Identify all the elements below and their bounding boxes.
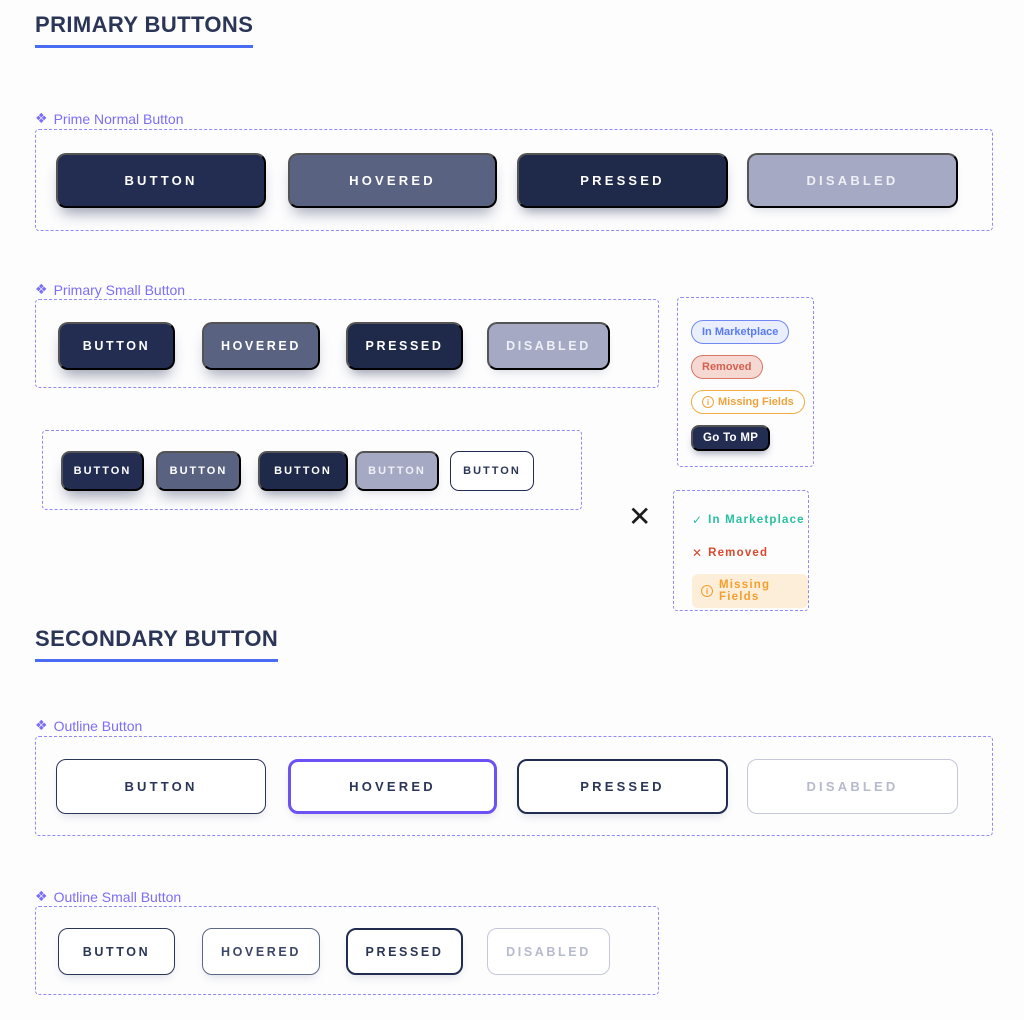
outline-small-container: BUTTON HOVERED PRESSED DISABLED	[35, 906, 659, 995]
group-label-text: Primary Small Button	[53, 281, 186, 298]
info-circle-icon	[701, 585, 713, 597]
missing-fields-label: Missing Fields	[718, 396, 794, 408]
status-label: Missing Fields	[719, 579, 771, 603]
tiny-button-hovered[interactable]: BUTTON	[156, 451, 241, 491]
status-in-marketplace[interactable]: ✓ In Marketplace	[692, 513, 805, 527]
outline-button-disabled[interactable]: DISABLED	[747, 759, 958, 814]
prime-normal-container: BUTTON HOVERED PRESSED DISABLED	[35, 129, 993, 231]
removed-badge[interactable]: Removed	[691, 355, 763, 379]
missing-fields-badge[interactable]: Missing Fields	[691, 390, 805, 414]
primary-buttons-title: PRIMARY BUTTONS	[35, 12, 254, 48]
outline-small-button-pressed[interactable]: PRESSED	[346, 928, 463, 975]
tiny-button-normal[interactable]: BUTTON	[61, 451, 144, 491]
info-circle-icon	[702, 396, 714, 408]
primary-small-button-normal[interactable]: BUTTON	[58, 322, 175, 370]
group-label-text: Prime Normal Button	[53, 110, 184, 127]
outline-button-normal[interactable]: BUTTON	[56, 759, 266, 814]
prime-normal-button-pressed[interactable]: PRESSED	[517, 153, 728, 208]
primary-small-button-pressed[interactable]: PRESSED	[346, 322, 463, 370]
primary-small-button-hovered[interactable]: HOVERED	[202, 322, 320, 370]
check-icon: ✓	[692, 513, 703, 527]
group-label-text: Outline Button	[53, 717, 143, 734]
diamond-marker-icon: ❖	[35, 281, 48, 297]
close-icon[interactable]: ✕	[628, 501, 652, 532]
primary-small-group-label: ❖ Primary Small Button	[35, 281, 185, 298]
in-marketplace-badge[interactable]: In Marketplace	[691, 320, 790, 344]
prime-normal-group-label: ❖ Prime Normal Button	[35, 110, 184, 127]
diamond-marker-icon: ❖	[35, 717, 48, 733]
outline-button-pressed[interactable]: PRESSED	[517, 759, 728, 814]
prime-normal-button-hovered[interactable]: HOVERED	[288, 153, 497, 208]
tiny-buttons-container: BUTTON BUTTON BUTTON BUTTON BUTTON	[42, 430, 582, 510]
primary-small-button-disabled[interactable]: DISABLED	[487, 322, 610, 370]
outline-small-button-hovered[interactable]: HOVERED	[202, 928, 320, 975]
group-label-text: Outline Small Button	[53, 888, 182, 905]
diamond-marker-icon: ❖	[35, 888, 48, 904]
secondary-button-title: SECONDARY BUTTON	[35, 626, 279, 662]
status-label: In Marketplace	[708, 514, 805, 526]
status-missing-fields[interactable]: Missing Fields	[692, 574, 808, 608]
status-removed[interactable]: ✕ Removed	[692, 546, 768, 560]
outline-small-button-normal[interactable]: BUTTON	[58, 928, 175, 975]
outline-container: BUTTON HOVERED PRESSED DISABLED	[35, 736, 993, 836]
primary-small-container: BUTTON HOVERED PRESSED DISABLED	[35, 299, 659, 388]
status-panel: ✓ In Marketplace ✕ Removed Missing Field…	[673, 490, 809, 611]
diamond-marker-icon: ❖	[35, 110, 48, 126]
status-label: Removed	[708, 547, 769, 559]
outline-button-hovered[interactable]: HOVERED	[288, 759, 497, 814]
badge-panel: In Marketplace Removed Missing Fields Go…	[677, 297, 814, 467]
prime-normal-button-normal[interactable]: BUTTON	[56, 153, 266, 208]
prime-normal-button-disabled[interactable]: DISABLED	[747, 153, 958, 208]
outline-small-button-disabled[interactable]: DISABLED	[487, 928, 610, 975]
tiny-button-disabled[interactable]: BUTTON	[355, 451, 439, 491]
go-to-mp-button[interactable]: Go To MP	[691, 425, 771, 451]
tiny-button-pressed[interactable]: BUTTON	[258, 451, 348, 491]
outline-small-group-label: ❖ Outline Small Button	[35, 888, 181, 905]
tiny-button-outline[interactable]: BUTTON	[450, 451, 534, 491]
outline-group-label: ❖ Outline Button	[35, 717, 142, 734]
x-icon: ✕	[692, 546, 703, 560]
